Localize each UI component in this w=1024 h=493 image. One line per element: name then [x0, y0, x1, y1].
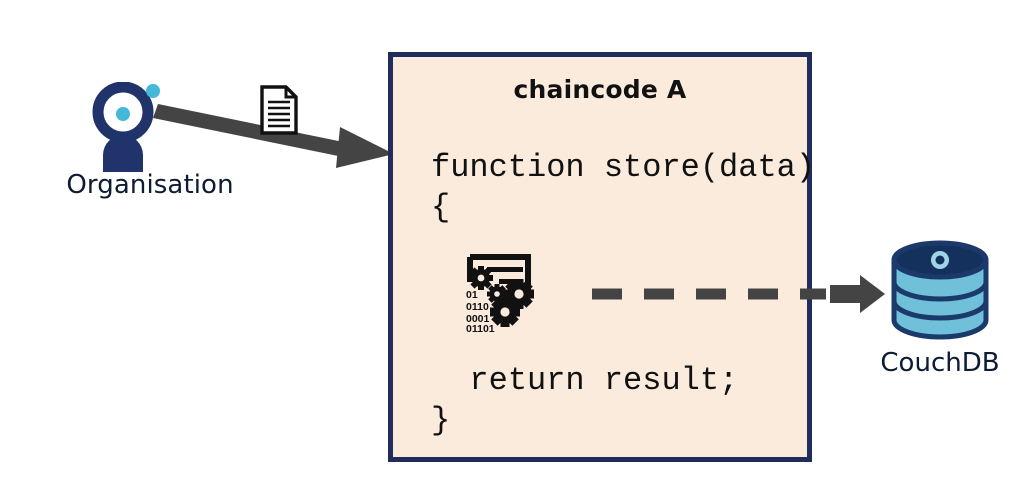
chaincode-to-couchdb-arrow — [592, 275, 885, 313]
database-cylinder-icon — [891, 240, 989, 340]
code-line-close-brace: } — [431, 402, 451, 439]
code-line-signature: function store(data) — [431, 149, 816, 186]
binary-row-1: 0110 — [466, 301, 489, 313]
person-avatar-icon — [92, 82, 160, 172]
organisation-actor: Organisation — [60, 82, 240, 202]
data-processing-gears-icon: 01 0110 0001 01101 — [466, 254, 534, 332]
code-line-return: return result; — [431, 362, 739, 399]
chaincode-title: chaincode A — [513, 75, 687, 104]
document-icon — [260, 85, 298, 135]
binary-row-2: 0001 — [466, 313, 490, 325]
binary-row-3: 01101 — [466, 323, 495, 332]
binary-row-0: 01 — [466, 289, 478, 301]
organisation-label: Organisation — [66, 170, 234, 200]
couchdb-label: CouchDB — [880, 348, 1000, 378]
code-line-open-brace: { — [431, 189, 451, 226]
organisation-to-chaincode-arrow — [153, 104, 394, 168]
couchdb-node: CouchDB — [860, 240, 1020, 390]
chaincode-container: chaincode A function store(data) { retur… — [388, 52, 816, 462]
